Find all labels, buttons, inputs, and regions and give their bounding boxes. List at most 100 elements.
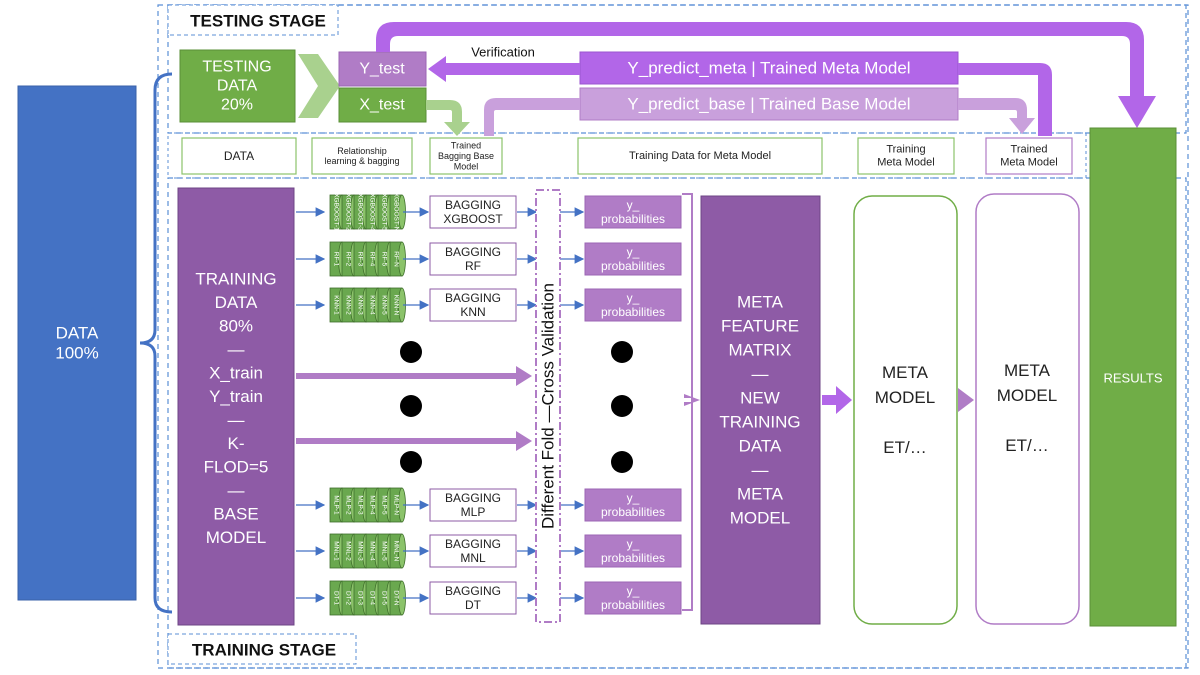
header-training-meta-label: Meta Model xyxy=(877,156,934,168)
cylinder-label: MLP-2 xyxy=(345,495,352,515)
training-data-label: — xyxy=(228,410,245,429)
cylinder-label: XGBOOST-4 xyxy=(369,193,376,231)
cylinder-label: KNN-4 xyxy=(369,295,376,315)
header-trained-bagging-label: Bagging Base xyxy=(438,151,494,161)
training-stage-frame xyxy=(167,177,1187,669)
meta-feature-matrix-label: MODEL xyxy=(730,509,790,528)
bracket-to-meta-arrow xyxy=(684,394,700,406)
header-relationship-label: Relationship xyxy=(337,146,387,156)
training-data-label: Y_train xyxy=(209,387,263,406)
train-to-cv-arrow-1 xyxy=(296,366,532,386)
y-prob-box xyxy=(584,288,682,322)
cylinder-label: MLP-N xyxy=(393,495,400,516)
y-prob-box xyxy=(584,488,682,522)
cylinder-label: RF-3 xyxy=(357,252,364,267)
testing-stage-label: TESTING STAGE xyxy=(190,12,326,31)
cylinder-label: RF-1 xyxy=(333,252,340,267)
y-prob-label: probabilities xyxy=(601,551,665,565)
training-data-label: FLOD=5 xyxy=(204,457,269,476)
cylinder-label: RF-N xyxy=(393,251,400,267)
cylinder-label: RF-4 xyxy=(369,252,376,267)
header-relationship-label: learning & bagging xyxy=(324,156,399,166)
x-test-to-base-arrow xyxy=(426,100,470,136)
meta-feature-matrix-label: TRAINING xyxy=(719,413,800,432)
y-predict-base-label: Y_predict_base | Trained Base Model xyxy=(627,95,910,114)
results-label: RESULTS xyxy=(1104,371,1163,386)
bagging-box-dt xyxy=(429,581,517,615)
bagging-label-rf: BAGGING xyxy=(445,245,501,259)
y-test-label: Y_test xyxy=(359,61,405,78)
bagging-box-knn xyxy=(429,288,517,322)
bagging-label-mlp: BAGGING xyxy=(445,491,501,505)
training-data-label: TRAINING xyxy=(195,269,276,288)
verification-label: Verification xyxy=(471,45,535,60)
meta-feature-matrix-label: FEATURE xyxy=(721,317,799,336)
y-prob-box xyxy=(584,581,682,615)
training-data-label: DATA xyxy=(215,293,258,312)
training-data-label: — xyxy=(228,481,245,500)
cylinder-label: DT-4 xyxy=(369,591,376,605)
y-prob-label: probabilities xyxy=(601,259,665,273)
y-test-box xyxy=(338,51,427,87)
header-data-box xyxy=(181,137,297,175)
bagging-box-mlp xyxy=(429,488,517,522)
base-to-predict-arrow xyxy=(484,98,580,136)
cylinder-label: KNN-3 xyxy=(357,295,364,315)
header-trained-meta-label: Trained xyxy=(1011,144,1048,156)
ellipsis-dot xyxy=(611,451,633,473)
data-split-brace xyxy=(139,72,173,614)
testing-stage-label-box xyxy=(167,4,339,36)
cylinder-label: MNL-4 xyxy=(369,541,376,561)
cylinder-label: DT-N xyxy=(393,590,400,605)
y-prob-label: y_ xyxy=(627,537,640,551)
training-data-label: 80% xyxy=(219,316,253,335)
bagging-label-mlp: MLP xyxy=(461,505,486,519)
meta-model-training-label: META xyxy=(882,363,929,382)
bagging-label-mnl: BAGGING xyxy=(445,537,501,551)
x-test-label: X_test xyxy=(359,97,405,114)
meta-model-training-label: ET/… xyxy=(883,438,926,457)
data-100-label: 100% xyxy=(55,344,98,363)
meta-model-training-box xyxy=(853,195,958,625)
header-training-data-meta-box xyxy=(577,137,823,175)
testing-data-box xyxy=(179,49,296,123)
training-data-box xyxy=(177,187,295,626)
cylinder-label: DT-5 xyxy=(381,591,388,605)
bagging-box-rf xyxy=(429,242,517,276)
y-prob-label: y_ xyxy=(627,491,640,505)
cylinder-label: RF-5 xyxy=(381,252,388,267)
cylinder-label: MLP-1 xyxy=(333,495,340,515)
bagging-label-mnl: MNL xyxy=(460,551,486,565)
header-training-meta-box xyxy=(857,137,955,175)
matrix-to-meta-model-arrow xyxy=(822,386,852,414)
meta-model-trained-box xyxy=(975,193,1080,625)
y-prob-label: probabilities xyxy=(601,212,665,226)
cylinder-label: MNL-1 xyxy=(333,541,340,561)
y-prob-label: y_ xyxy=(627,291,640,305)
cylinder-label: XGBOOST-2 xyxy=(345,193,352,231)
train-to-cv-arrow-2 xyxy=(296,431,532,451)
meta-feature-matrix-label: DATA xyxy=(739,437,782,456)
cylinder-label: XGBOOST-3 xyxy=(357,193,364,231)
cylinder-label: DT-1 xyxy=(333,591,340,605)
ellipsis-dot xyxy=(400,395,422,417)
testing-stage-frame xyxy=(167,4,1187,134)
data-100-label: DATA xyxy=(56,323,99,342)
bagging-label-xgboost: XGBOOST xyxy=(443,212,503,226)
y-prob-label: probabilities xyxy=(601,598,665,612)
bagging-label-xgboost: BAGGING xyxy=(445,198,501,212)
cylinder-label: KNN-5 xyxy=(381,295,388,315)
meta-model-trained-label: ET/… xyxy=(1005,436,1048,455)
training-stage-label: TRAINING STAGE xyxy=(192,641,336,660)
header-training-meta-label: Training xyxy=(886,144,925,156)
meta-feature-matrix-label: — xyxy=(752,365,769,384)
cylinder-label: XGBOOST-1 xyxy=(333,193,340,231)
header-training-data-meta-label: Training Data for Meta Model xyxy=(629,150,771,162)
meta-feature-matrix-label: META xyxy=(737,485,784,504)
bagging-box-xgboost xyxy=(429,195,517,229)
ellipsis-dot xyxy=(400,451,422,473)
ellipsis-dot xyxy=(400,341,422,363)
header-trained-bagging-label: Model xyxy=(454,161,479,171)
testing-data-label: DATA xyxy=(217,78,258,95)
